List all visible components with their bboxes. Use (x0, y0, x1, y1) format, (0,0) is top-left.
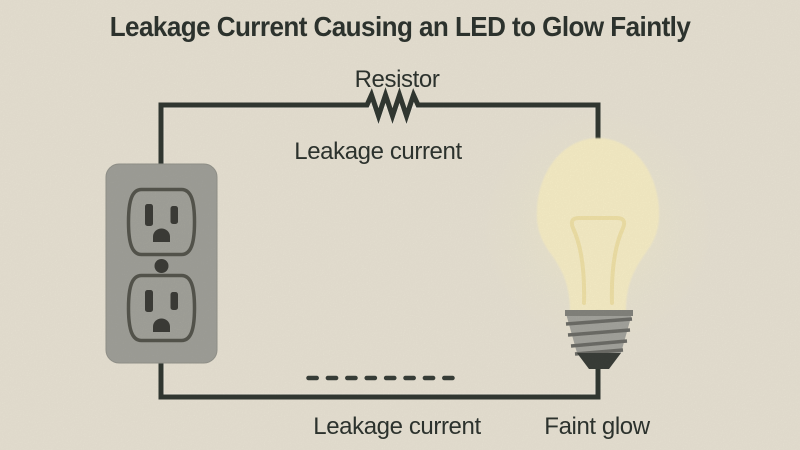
faint-glow-label: Faint glow (544, 413, 650, 440)
leakage-current-top-label: Leakage current (294, 138, 462, 165)
diagram-title: Leakage Current Causing an LED to Glow F… (109, 11, 691, 42)
leakage-current-bottom-label: Leakage current (313, 413, 481, 440)
resistor-label: Resistor (354, 66, 440, 93)
